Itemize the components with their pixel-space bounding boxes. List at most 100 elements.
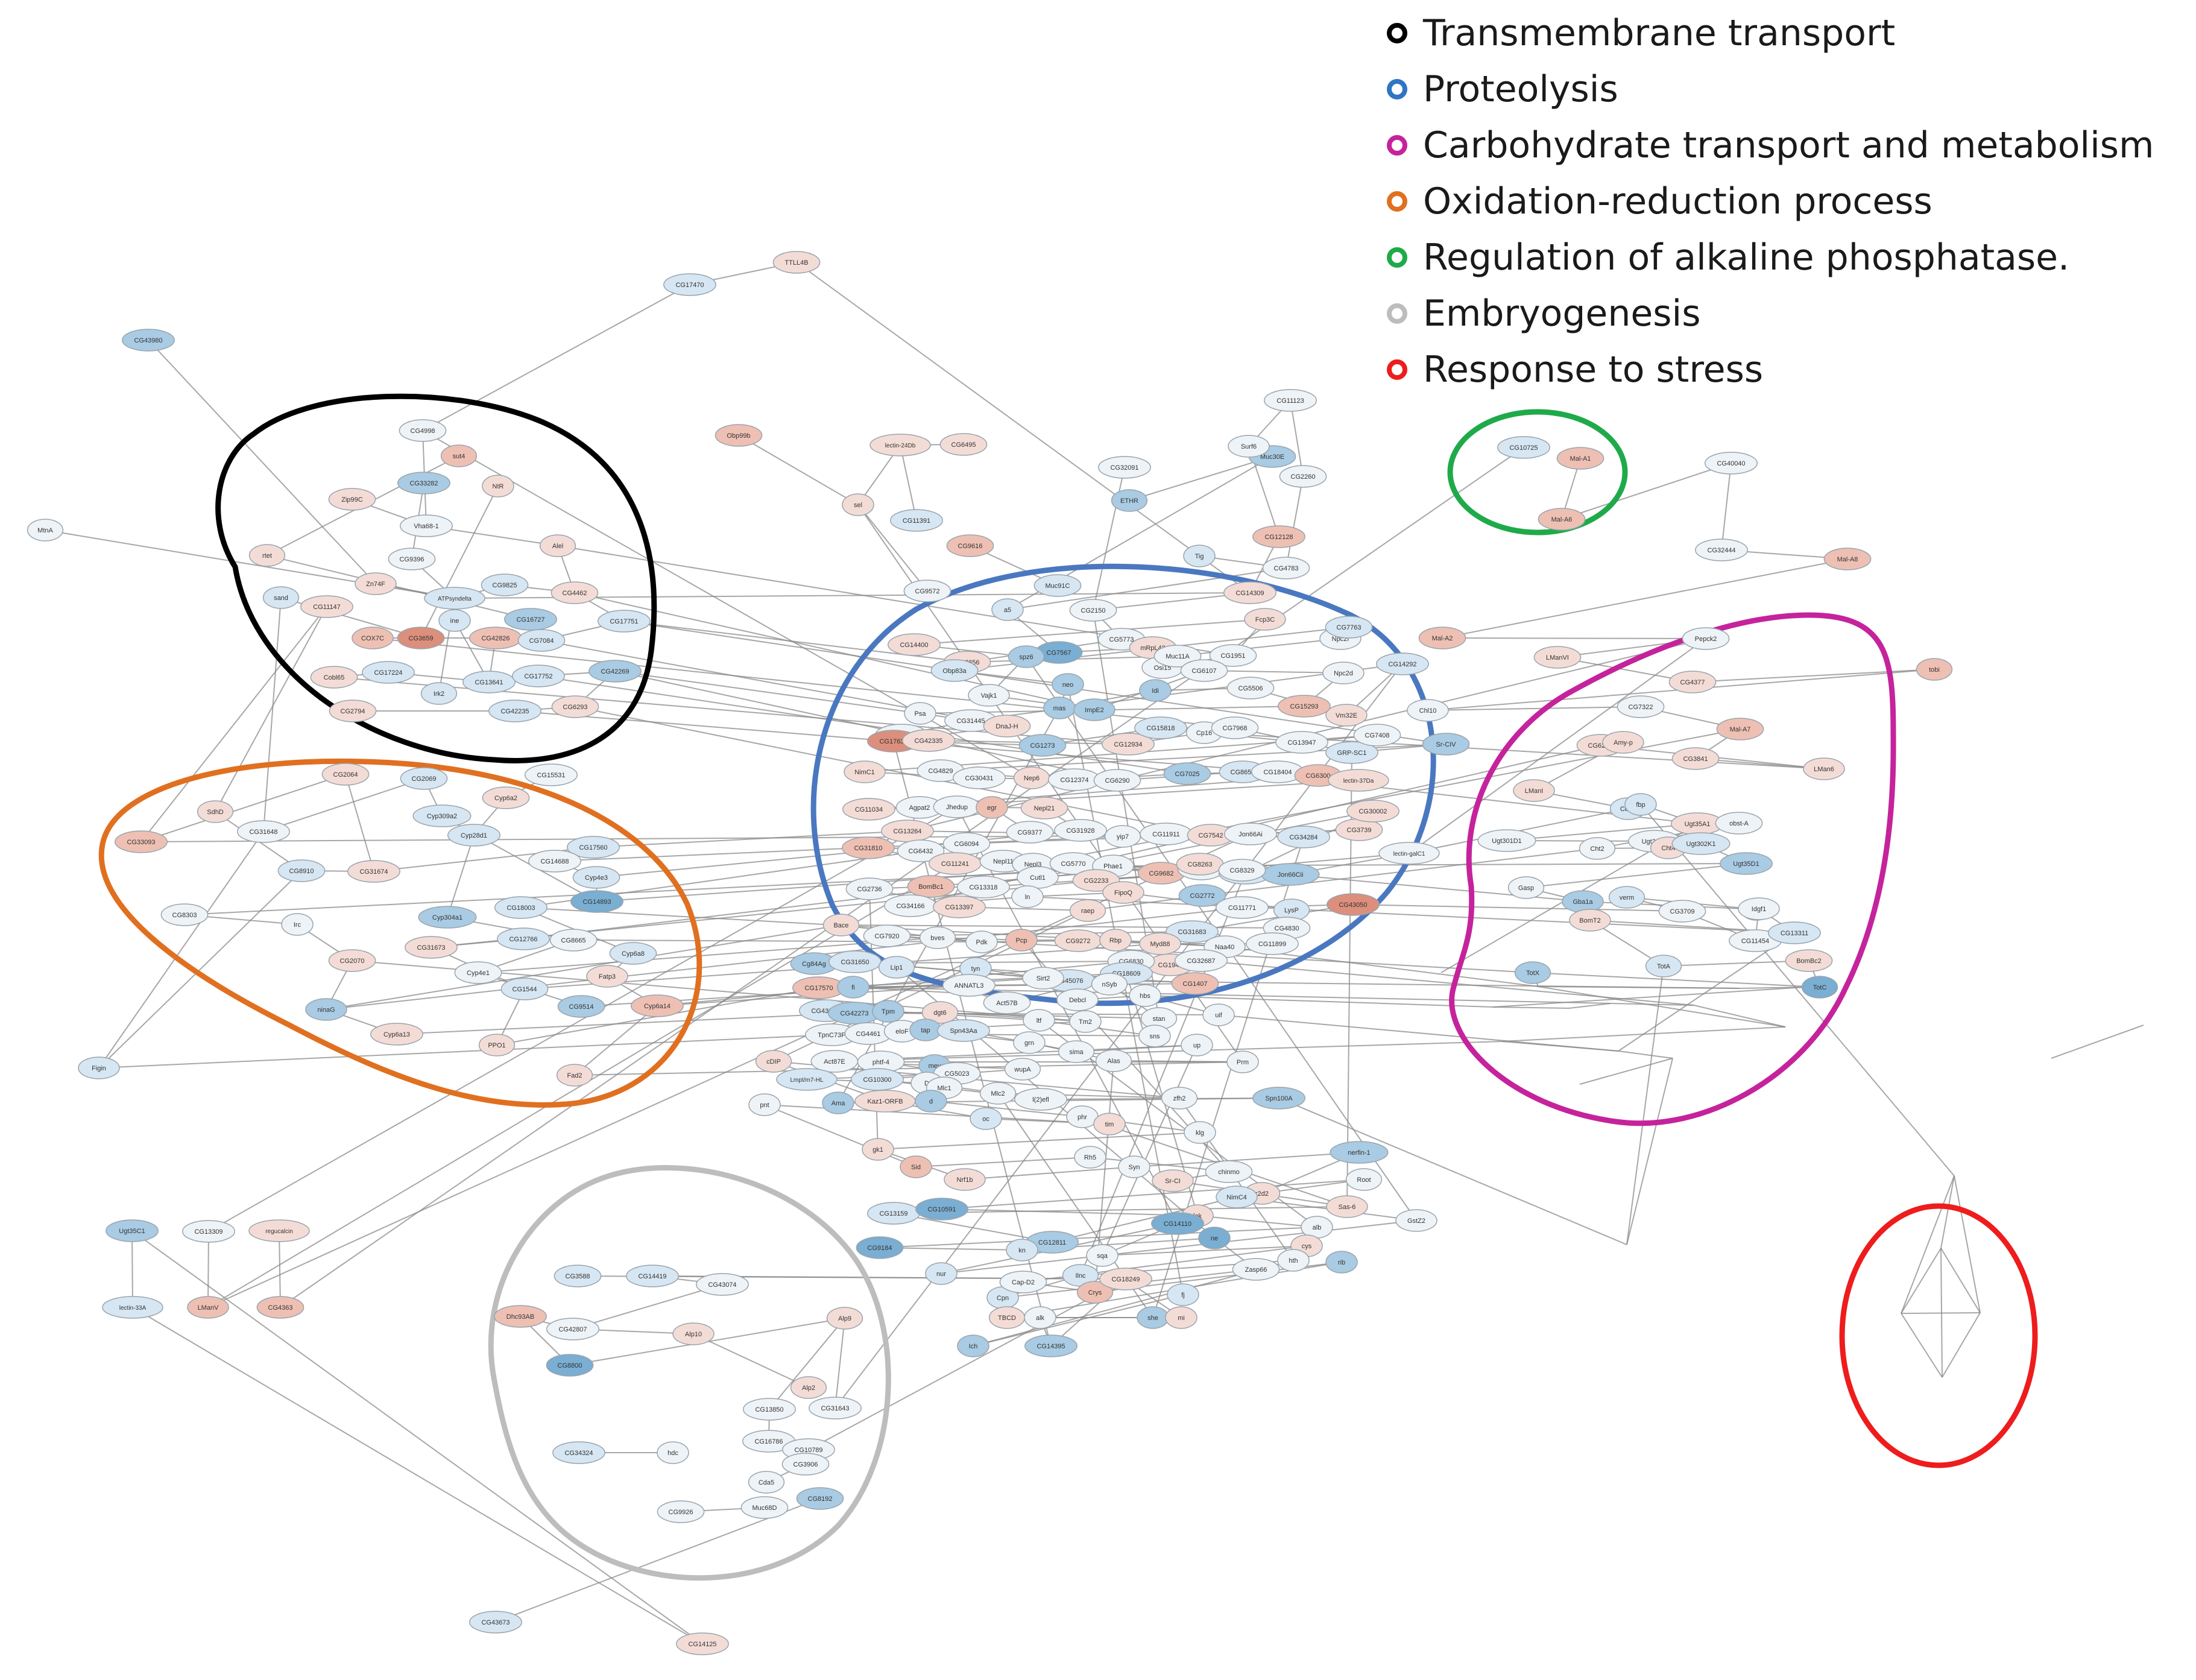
gene-node-ellipse [1211,716,1259,739]
gene-node-ellipse [1184,1121,1216,1144]
gene-node-ellipse [953,766,1006,789]
gene-node-ellipse [1178,884,1226,907]
gene-node-ellipse [842,836,895,859]
gene-node-ellipse [572,866,620,889]
network-edge [574,592,1095,710]
gene-node-label: Idgf1 [1752,906,1766,913]
gene-node: alb [1301,1216,1333,1239]
gene-node-ellipse [567,836,620,859]
network-edge [1532,972,1820,988]
gene-node: Obp99b [715,424,763,447]
gene-node-ellipse [946,534,994,557]
gene-node-ellipse [983,991,1031,1014]
gene-node-label: fj [1181,1292,1185,1299]
gene-node-label: eloF [895,1028,909,1035]
gene-node-ellipse [500,977,549,1000]
gene-node-label: Cutl1 [1030,874,1046,882]
gene-node-label: Sr-CIV [1436,741,1457,748]
gene-node: PPO1 [478,1034,516,1056]
gene-node-ellipse [494,1305,547,1328]
gene-node: Mal-A1 [1556,447,1604,470]
gene-node-label: CG9825 [493,582,517,589]
gene-node: Alp9 [826,1307,863,1330]
gene-node: CG9926 [657,1500,705,1523]
gene-node-label: CG42269 [601,668,629,675]
gene-node: CG11771 [1216,896,1269,919]
gene-node-label: up [1193,1042,1201,1049]
gene-node: Cyp6a8 [609,942,657,965]
gene-node: CG15531 [525,763,578,786]
network-edge [1538,986,1786,1028]
gene-node: CG12374 [1048,768,1101,791]
gene-node-ellipse [277,859,326,882]
network-edge [796,262,1251,593]
gene-node-label: sut4 [453,453,465,460]
gene-node: CG10725 [1497,436,1550,459]
gene-node: Ugt35D1 [1720,852,1773,875]
gene-node-label: CG2260 [1291,473,1316,481]
gene-node-label: CG11391 [903,517,930,525]
gene-node-label: CG15293 [1290,703,1318,710]
gene-node-ellipse [1058,1040,1095,1063]
gene-node: CG42235 [488,699,541,722]
gene-node-ellipse [1278,695,1331,718]
gene-node-label: CG32444 [1707,547,1735,554]
gene-node-label: Muc11A [1166,653,1190,660]
gene-node: CG12766 [497,927,550,950]
gene-node-ellipse [1152,1169,1194,1192]
gene-node-label: CG8910 [289,868,314,875]
gene-node: CG40040 [1705,452,1758,475]
gene-node: CG13159 [867,1202,920,1225]
gene-node-label: CG6432 [909,848,933,855]
gene-node-label: CG10300 [863,1076,891,1084]
network-edge [1579,1058,1673,1085]
gene-node-ellipse [1228,435,1270,458]
gene-node-ellipse [400,514,453,537]
legend-label: Transmembrane transport [1423,11,1896,54]
gene-node-ellipse [1095,1049,1132,1072]
gene-node: rib [1325,1251,1358,1274]
gene-node-ellipse [1325,704,1368,727]
gene-node-ellipse [748,1471,785,1494]
gene-node-ellipse [1163,762,1211,785]
gene-node-label: Cg84Ag [802,961,826,968]
gene-node: Agpat2 [895,796,944,819]
legend-label: Carbohydrate transport and metabolism [1423,124,2154,166]
network-edge [835,1318,845,1409]
network-edge [1050,1278,1126,1347]
gene-node-ellipse [1013,1031,1046,1054]
gene-node-ellipse [546,1318,599,1341]
network-edge [447,835,475,918]
gene-node: Rbp [1099,929,1132,952]
gene-node-ellipse [1226,677,1275,699]
gene-node-ellipse [1171,972,1219,995]
gene-node-label: nerfin-1 [1348,1149,1370,1157]
gene-node-label: CG13309 [194,1228,222,1236]
network-edge [964,1166,1135,1180]
gene-node: Zip99C [328,488,376,511]
gene-node: tobi [1916,658,1953,681]
gene-node-ellipse [631,994,684,1017]
gene-node: CG2736 [845,877,894,900]
gene-node-ellipse [405,936,458,959]
gene-node: Tm2 [1069,1010,1102,1033]
gene-node-ellipse [837,976,869,999]
gene-node: CG14395 [1024,1334,1077,1357]
gene-node: CG6094 [942,832,991,855]
gene-node: fbp [1624,793,1657,816]
gene-node-label: CG9272 [1066,938,1091,945]
network-edge [98,1034,832,1069]
gene-node: Zasp66 [1232,1258,1280,1281]
gene-node: hdc [657,1441,689,1464]
gene-node: CG13397 [933,895,986,918]
gene-node-ellipse [362,661,415,684]
network-edge [1052,1196,1237,1243]
gene-node-ellipse [902,729,955,752]
network-edge [420,485,499,639]
gene-node-label: CG17751 [610,618,638,625]
gene-node-label: CG12374 [1060,777,1088,784]
gene-node: NimC1 [844,760,886,783]
gene-node-label: sel [854,502,862,509]
gene-node-ellipse [822,1091,854,1114]
